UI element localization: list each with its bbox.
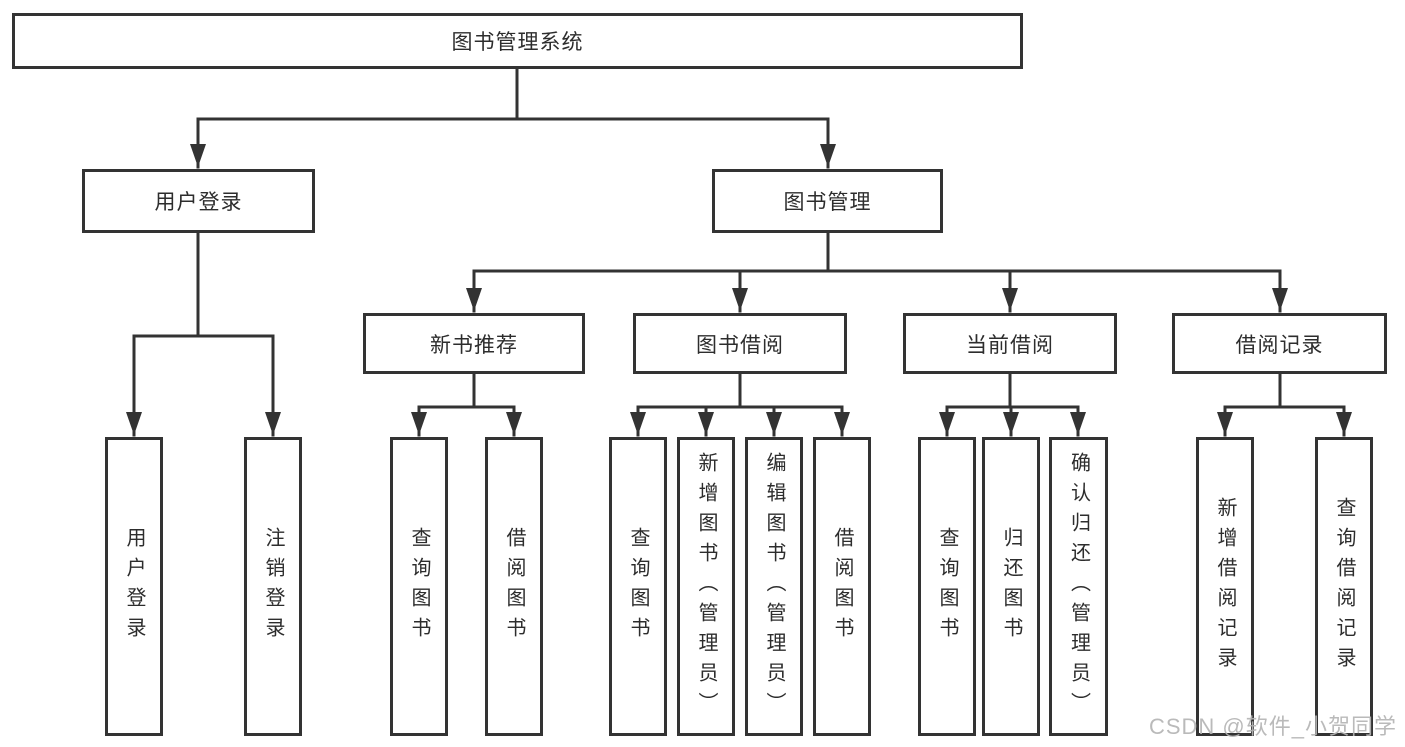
leaf-add-book-admin: 新增图书（管理员）: [677, 437, 735, 736]
leaf-add-borrow-record-label: 新增借阅记录: [1214, 496, 1236, 677]
leaf-logout-label: 注销登录: [262, 526, 284, 647]
leaf-user-login-label: 用户登录: [123, 526, 145, 647]
leaf-query-borrow-record: 查询借阅记录: [1315, 437, 1373, 736]
leaf-edit-book-admin-label: 编辑图书（管理员）: [763, 451, 785, 722]
leaf-add-book-admin-label: 新增图书（管理员）: [695, 451, 717, 722]
leaf-query-books-borrow-label: 查询图书: [627, 526, 649, 647]
node-book-borrowing-label: 图书借阅: [696, 333, 784, 357]
leaf-query-books-recommend: 查询图书: [390, 437, 448, 736]
leaf-borrow-books: 借阅图书: [813, 437, 871, 736]
leaf-borrow-books-label: 借阅图书: [831, 526, 853, 647]
node-user-login: 用户登录: [82, 169, 315, 233]
node-new-book-recommend: 新书推荐: [363, 313, 585, 374]
leaf-query-books-current: 查询图书: [918, 437, 976, 736]
node-new-book-recommend-label: 新书推荐: [430, 333, 518, 357]
leaf-query-borrow-record-label: 查询借阅记录: [1333, 496, 1355, 677]
leaf-confirm-return-admin: 确认归还（管理员）: [1049, 437, 1108, 736]
leaf-confirm-return-admin-label: 确认归还（管理员）: [1067, 451, 1090, 722]
leaf-return-book: 归还图书: [982, 437, 1040, 736]
leaf-query-books-borrow: 查询图书: [609, 437, 667, 736]
node-current-borrowing-label: 当前借阅: [966, 333, 1054, 357]
leaf-borrow-books-recommend: 借阅图书: [485, 437, 543, 736]
leaf-query-books-current-label: 查询图书: [936, 526, 958, 647]
leaf-edit-book-admin: 编辑图书（管理员）: [745, 437, 803, 736]
leaf-query-books-recommend-label: 查询图书: [408, 526, 430, 647]
csdn-watermark: CSDN @软件_小贺同学: [1148, 714, 1397, 739]
node-system-root-label: 图书管理系统: [451, 31, 584, 54]
node-book-borrowing: 图书借阅: [633, 313, 847, 374]
leaf-return-book-label: 归还图书: [1000, 526, 1022, 647]
node-borrowing-records: 借阅记录: [1172, 313, 1387, 374]
leaf-add-borrow-record: 新增借阅记录: [1196, 437, 1254, 736]
node-current-borrowing: 当前借阅: [903, 313, 1117, 374]
node-borrowing-records-label: 借阅记录: [1235, 333, 1324, 357]
leaf-user-login: 用户登录: [105, 437, 163, 736]
leaf-borrow-books-recommend-label: 借阅图书: [503, 526, 525, 647]
leaf-logout: 注销登录: [244, 437, 302, 736]
node-user-login-label: 用户登录: [154, 191, 243, 214]
node-book-management-label: 图书管理: [783, 191, 872, 214]
node-book-management: 图书管理: [712, 169, 943, 233]
node-system-root: 图书管理系统: [12, 13, 1023, 69]
